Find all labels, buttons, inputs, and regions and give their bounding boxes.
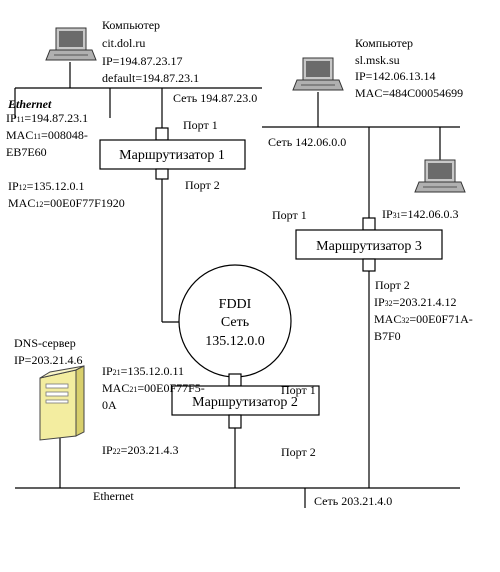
router3-mac32: MAC32=00E0F71A- <box>374 312 473 326</box>
computer2-ip: IP=142.06.13.14 <box>355 69 435 83</box>
net3-label: Сеть 203.21.4.0 <box>314 494 392 508</box>
computer2-host: sl.msk.su <box>355 53 400 67</box>
router1-ip11: IP11=194.87.23.1 <box>6 111 88 125</box>
net2-label: Сеть 142.06.0.0 <box>268 135 346 149</box>
router1-port1 <box>155 127 169 141</box>
server-tower-icon <box>39 365 85 441</box>
router3-port1 <box>362 217 376 231</box>
router2-ip21: IP21=135.12.0.11 <box>102 364 184 378</box>
router1-mac11-cont: EB7E60 <box>6 145 47 159</box>
router2-mac21-cont: 0A <box>102 398 117 412</box>
dns-name: DNS-сервер <box>14 336 76 350</box>
computer2-name: Компьютер <box>355 36 413 50</box>
fddi-address: 135.12.0.0 <box>205 334 265 349</box>
net1-label: Сеть 194.87.23.0 <box>173 91 257 105</box>
router2-port1 <box>228 373 242 387</box>
router3-mac32-cont: B7F0 <box>374 329 401 343</box>
dns-ip: IP=203.21.4.6 <box>14 353 82 367</box>
router2-port1-label: Порт 1 <box>281 383 316 397</box>
router1-port2 <box>155 168 169 180</box>
router2-port2 <box>228 414 242 429</box>
computer3-ip: IP31=142.06.0.3 <box>382 207 458 221</box>
router1-label: Маршрутизатор 1 <box>119 148 225 163</box>
ethernet-top-label: Ethernet <box>7 97 52 111</box>
router3-box <box>295 229 443 260</box>
computer1-ip: IP=194.87.23.17 <box>102 54 182 68</box>
router1-ip12: IP12=135.12.0.1 <box>8 179 84 193</box>
computer1-gateway: default=194.87.23.1 <box>102 71 199 85</box>
router3-label: Маршрутизатор 3 <box>316 239 422 254</box>
laptop-icon <box>292 57 344 91</box>
fddi-label: FDDI <box>219 297 252 312</box>
router3-ip32: IP32=203.21.4.12 <box>374 295 456 309</box>
computer2-mac: MAC=484C00054699 <box>355 86 463 100</box>
computer1-host: cit.dol.ru <box>102 36 145 50</box>
router2-port2-label: Порт 2 <box>281 445 316 459</box>
router1-port1-label: Порт 1 <box>183 118 218 132</box>
router1-port2-label: Порт 2 <box>185 178 220 192</box>
router2-mac21: MAC21=00E0F77F5- <box>102 381 205 395</box>
router3-port1-label: Порт 1 <box>272 208 307 222</box>
fddi-net-label: Сеть <box>221 315 249 330</box>
router1-mac12: MAC12=00E0F77F1920 <box>8 196 125 210</box>
router1-mac11: MAC11=008048- <box>6 128 88 142</box>
router2-label: Маршрутизатор 2 <box>192 395 298 410</box>
laptop-icon <box>45 27 97 61</box>
router1-box <box>99 139 246 170</box>
laptop-icon <box>414 159 466 193</box>
router3-port2-label: Порт 2 <box>375 278 410 292</box>
ethernet-bottom-label: Ethernet <box>93 489 134 503</box>
router3-port2 <box>362 258 376 272</box>
computer1-name: Компьютер <box>102 18 160 32</box>
router2-ip22: IP22=203.21.4.3 <box>102 443 178 457</box>
router2-box <box>171 385 320 416</box>
